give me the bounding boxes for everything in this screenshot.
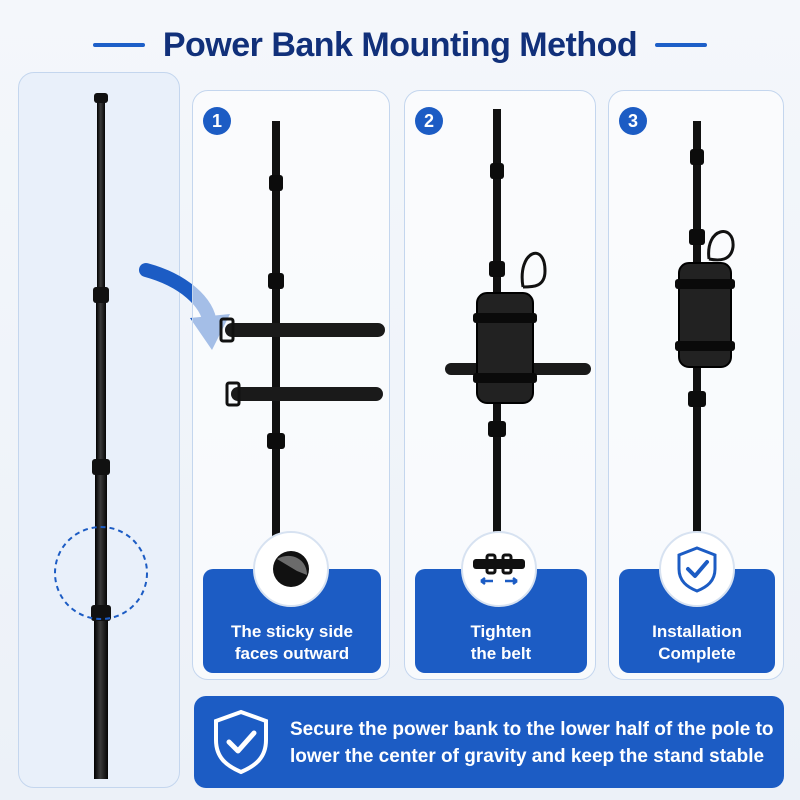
- pole-clamp: [92, 459, 110, 475]
- strap-buckle: [225, 381, 241, 407]
- pole-clamp: [489, 261, 505, 277]
- step-1-panel: 1 The sticky side faces outward: [192, 90, 390, 680]
- pole-segment: [96, 291, 106, 467]
- pole-clamp: [269, 175, 283, 191]
- power-bank-cord: [520, 251, 547, 289]
- pole-clamp: [689, 229, 705, 245]
- pole-clamp: [490, 163, 504, 179]
- full-pole-panel: [18, 72, 180, 788]
- pole-segment: [272, 121, 280, 561]
- pole-segment: [95, 463, 107, 613]
- power-bank-pouch: [678, 262, 732, 368]
- sticky-pad-icon: [253, 531, 329, 607]
- pole-clamp: [267, 433, 285, 449]
- caption-line: Tighten: [470, 622, 532, 641]
- stability-tip-banner: Secure the power bank to the lower half …: [194, 696, 784, 788]
- banner-text: Secure the power bank to the lower half …: [290, 716, 780, 770]
- power-bank-pouch: [476, 292, 534, 404]
- pole-clamp: [91, 605, 111, 621]
- pouch-strap: [675, 341, 735, 351]
- pole-clamp: [93, 287, 109, 303]
- title-divider-right: [655, 43, 708, 47]
- step-2-illustration: [445, 109, 591, 561]
- caption-line: Complete: [658, 644, 736, 663]
- power-bank-cord: [707, 230, 735, 262]
- step-number-badge: 2: [415, 107, 443, 135]
- strap-buckle: [219, 317, 235, 343]
- shield-check-icon: [214, 709, 268, 775]
- pouch-strap: [473, 313, 537, 323]
- pole-tip: [94, 93, 108, 103]
- step-3-panel: 3 Installation Complete: [608, 90, 784, 680]
- step-2-panel: 2 Tighten the belt: [404, 90, 596, 680]
- title-row: Power Bank Mounting Method: [0, 18, 800, 72]
- title-divider-left: [92, 43, 145, 47]
- pole-clamp: [690, 149, 704, 165]
- pole-clamp: [268, 273, 284, 289]
- caption-line: faces outward: [234, 644, 350, 663]
- belt-buckle-icon: [461, 531, 537, 607]
- velcro-strap-lower: [231, 387, 383, 401]
- caption-line: The sticky side: [231, 622, 353, 641]
- shield-check-icon: [659, 531, 735, 607]
- pouch-strap: [473, 373, 537, 383]
- pouch-strap: [675, 279, 735, 289]
- pole-clamp: [688, 391, 706, 407]
- caption-line: Installation: [652, 622, 742, 641]
- banner-line: lower the center of gravity and keep the…: [290, 746, 765, 767]
- step-3-illustration: [675, 121, 735, 561]
- step-number-badge: 1: [203, 107, 231, 135]
- velcro-strap-upper: [225, 323, 385, 337]
- full-pole-illustration: [54, 93, 148, 779]
- pole-segment: [94, 609, 108, 779]
- caption-line: the belt: [470, 644, 532, 663]
- step-1-illustration: [219, 121, 385, 561]
- lower-half-highlight-circle: [54, 526, 148, 620]
- pole-clamp: [488, 421, 506, 437]
- banner-line: Secure the power bank to the lower half …: [290, 719, 774, 740]
- page-title: Power Bank Mounting Method: [162, 25, 638, 64]
- step-number-badge: 3: [619, 107, 647, 135]
- pole-segment: [97, 95, 105, 295]
